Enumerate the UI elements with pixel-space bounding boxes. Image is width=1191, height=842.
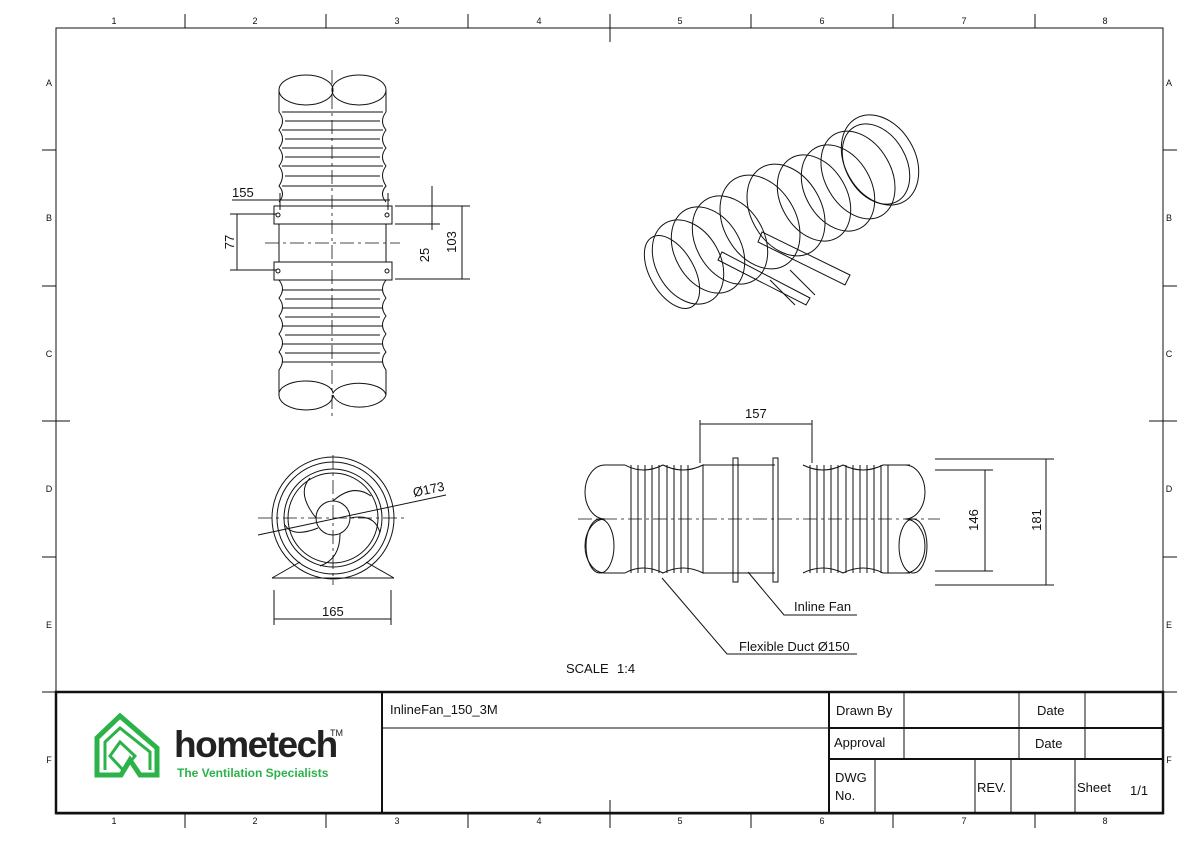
isometric-view — [643, 114, 920, 309]
row-label: E — [46, 620, 52, 630]
logo-tagline: The Ventilation Specialists — [177, 766, 329, 780]
col-label: 2 — [252, 16, 257, 26]
side-view — [578, 420, 1054, 655]
dim-165: 165 — [322, 604, 344, 619]
col-label: 6 — [819, 816, 824, 826]
logo-house-icon — [94, 712, 160, 778]
row-label: A — [46, 78, 52, 88]
row-label: D — [46, 484, 53, 494]
dim-103: 103 — [444, 231, 459, 253]
dim-181: 181 — [1029, 509, 1044, 531]
col-label: 5 — [677, 816, 682, 826]
sheet-value: 1/1 — [1130, 783, 1149, 798]
col-label: 1 — [111, 816, 116, 826]
col-label: 6 — [819, 16, 824, 26]
logo-wordmark: hometech — [174, 724, 338, 765]
row-label: A — [1166, 78, 1172, 88]
frame-ticks — [42, 14, 1177, 828]
dim-25: 25 — [417, 248, 432, 262]
scale-value: 1:4 — [617, 661, 635, 676]
row-label: B — [1166, 213, 1172, 223]
dim-diameter: Ø173 — [412, 479, 446, 500]
col-label: 1 — [111, 16, 116, 26]
rev-label: REV. — [977, 780, 1007, 795]
callout-flexible-duct: Flexible Duct Ø150 — [739, 639, 850, 654]
scale-label: SCALE — [566, 661, 609, 676]
col-label: 4 — [536, 16, 541, 26]
row-label: C — [1166, 349, 1173, 359]
date-label: Date — [1037, 703, 1065, 718]
dim-157: 157 — [745, 406, 767, 421]
sheet-label: Sheet — [1077, 780, 1111, 795]
col-label: 4 — [536, 816, 541, 826]
dim-155: 155 — [232, 185, 254, 200]
date-label: Date — [1035, 736, 1063, 751]
approval-label: Approval — [834, 735, 886, 750]
part-name: InlineFan_150_3M — [390, 702, 498, 717]
row-label: E — [1166, 620, 1172, 630]
col-label: 8 — [1102, 816, 1107, 826]
dwg-label: DWG — [835, 770, 867, 785]
col-label: 8 — [1102, 16, 1107, 26]
row-label: D — [1166, 484, 1173, 494]
row-label: C — [46, 349, 53, 359]
row-label: B — [46, 213, 52, 223]
col-label: 5 — [677, 16, 682, 26]
col-label: 3 — [394, 16, 399, 26]
end-view — [257, 455, 447, 625]
title-block — [54, 690, 1165, 815]
col-label: 2 — [252, 816, 257, 826]
col-label: 3 — [394, 816, 399, 826]
front-view — [230, 70, 470, 420]
row-label: F — [1166, 755, 1172, 765]
col-label: 7 — [961, 816, 966, 826]
dwg-no-label: No. — [835, 788, 856, 803]
drawing-border — [55, 27, 1164, 815]
callout-inline-fan: Inline Fan — [794, 599, 851, 614]
row-label: F — [46, 755, 52, 765]
logo-trademark: TM — [330, 728, 343, 738]
dim-146: 146 — [966, 509, 981, 531]
drawn-by-label: Drawn By — [836, 703, 893, 718]
dim-77: 77 — [222, 235, 237, 249]
col-label: 7 — [961, 16, 966, 26]
